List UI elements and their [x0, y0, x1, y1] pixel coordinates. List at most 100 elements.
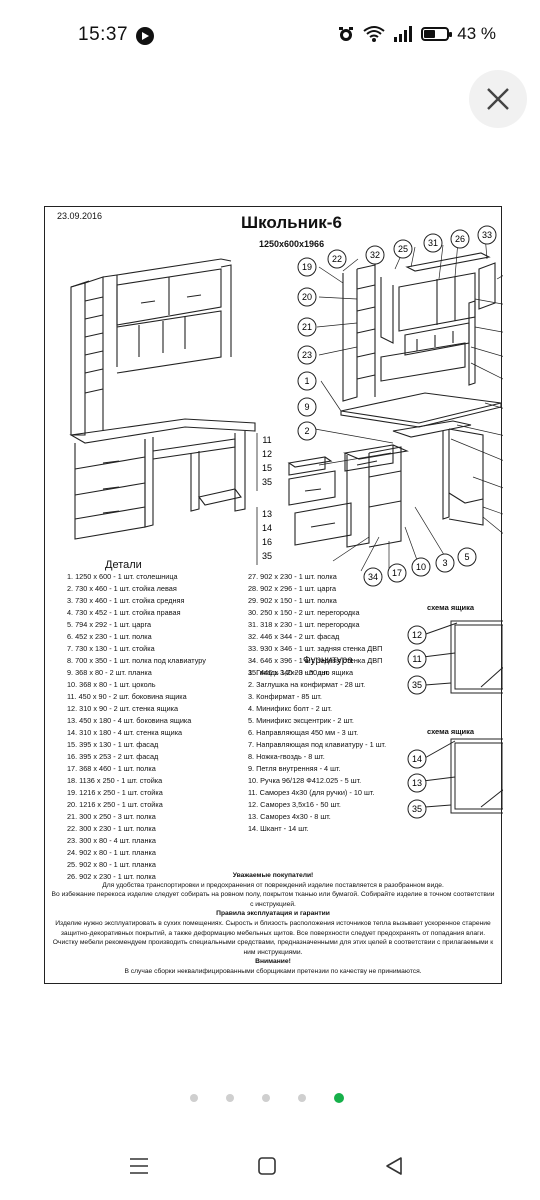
svg-text:10: 10 [416, 562, 426, 572]
hardware-heading: Фурнитура [303, 655, 353, 666]
svg-text:35: 35 [412, 804, 422, 814]
close-button[interactable] [469, 70, 527, 128]
callout-3: 3 [435, 553, 455, 573]
callout-layer: 19 22 32 25 31 26 33 32 20 27 21 28 23 2… [256, 225, 497, 587]
list-item: 21. 300 x 250 - 3 шт. полка [67, 812, 156, 821]
page-dot[interactable] [298, 1094, 306, 1102]
list-item: 30. 250 x 150 - 2 шт. перегородка [248, 608, 360, 617]
home-icon[interactable] [257, 1156, 277, 1176]
list-item: 5. 794 x 292 - 1 шт. царга [67, 620, 152, 629]
callout-26: 26 [450, 229, 470, 249]
alarm-icon [339, 27, 354, 41]
list-item: 3. 730 x 460 - 1 шт. стойка средняя [67, 596, 185, 605]
list-item: 2. 730 x 460 - 1 шт. стойка левая [67, 584, 177, 593]
svg-text:20: 20 [302, 292, 312, 302]
scheme-label-2: схема ящика [427, 727, 475, 736]
scheme2-callout: 14 [407, 749, 427, 769]
list-item: 7. 730 x 130 - 1 шт. стойка [67, 644, 155, 653]
list-item: 4. 730 x 452 - 1 шт. стойка правая [67, 608, 181, 617]
svg-text:12: 12 [262, 449, 272, 459]
svg-text:32: 32 [370, 250, 380, 260]
clock: 15:37 [78, 24, 129, 45]
page-dot[interactable] [262, 1094, 270, 1102]
svg-text:14: 14 [412, 754, 422, 764]
list-item: 10. Ручка 96/128 Ф412.025 - 5 шт. [248, 776, 362, 785]
furniture-drawing [69, 234, 503, 577]
notice-heading: Уважаемые покупатели! [232, 872, 314, 879]
details-heading: Детали [105, 559, 142, 571]
notice-line: Изделие нужно эксплуатировать в сухих по… [55, 919, 491, 937]
signal-icon [394, 26, 413, 42]
list-item: 27. 902 x 230 - 1 шт. полка [248, 572, 337, 581]
svg-text:19: 19 [302, 262, 312, 272]
svg-text:31: 31 [428, 238, 438, 248]
list-item: 17. 368 x 460 - 1 шт. полка [67, 764, 156, 773]
callout-33: 33 [477, 225, 497, 245]
document-date: 23.09.2016 [57, 211, 103, 221]
menu-icon[interactable] [128, 1156, 150, 1176]
list-item: 11. Саморез 4x30 (для ручки) - 10 шт. [248, 788, 375, 797]
list-item: 13. Саморез 4x30 - 8 шт. [248, 812, 331, 821]
list-item: 6. 452 x 230 - 1 шт. полка [67, 632, 152, 641]
svg-text:11: 11 [262, 435, 271, 445]
list-item: 19. 1216 x 250 - 1 шт. стойка [67, 788, 163, 797]
list-item: 34. 646 x 396 - 1 шт. задняя стенка ДВП [248, 656, 383, 665]
back-icon[interactable] [384, 1156, 404, 1176]
callout-2: 2 [297, 421, 317, 441]
list-item: 22. 300 x 230 - 1 шт. полка [67, 824, 156, 833]
callout-10: 10 [411, 557, 431, 577]
assembly-instruction-image: 23.09.2016 Школьник-6 1250x600x1966 [44, 206, 503, 984]
page-dot[interactable] [190, 1094, 198, 1102]
callout-9: 9 [297, 397, 317, 417]
svg-text:35: 35 [412, 680, 422, 690]
scheme-label-1: схема ящика [427, 603, 475, 612]
svg-text:11: 11 [412, 654, 421, 664]
callout-21: 21 [297, 317, 317, 337]
list-item: 35. 446 x 340 - 3 шт. дно ящика [248, 668, 354, 677]
callout-31: 31 [423, 233, 443, 253]
drawer-schemes: 12 11 11 12 35 15 14 13 13 14 35 16 [407, 620, 503, 819]
scheme1-callout: 35 [407, 675, 427, 695]
svg-text:17: 17 [392, 568, 402, 578]
callout-23: 23 [297, 345, 317, 365]
list-item: 28. 902 x 296 - 1 шт. царга [248, 584, 337, 593]
svg-text:16: 16 [262, 537, 272, 547]
svg-text:14: 14 [262, 523, 272, 533]
list-item: 14. 310 x 180 - 4 шт. стенка ящика [67, 728, 183, 737]
drawer-group-labels: 11 12 15 35 13 14 16 35 [262, 435, 272, 561]
list-item: 31. 318 x 230 - 1 шт. перегородка [248, 620, 360, 629]
list-item: 32. 446 x 344 - 2 шт. фасад [248, 632, 340, 641]
page-dot[interactable] [226, 1094, 234, 1102]
list-item: 8. Ножка-гвоздь - 8 шт. [248, 752, 325, 761]
callout-25: 25 [393, 239, 413, 259]
svg-text:23: 23 [302, 350, 312, 360]
list-item: 5. Минификс эксцентрик - 2 шт. [248, 716, 354, 725]
parts-list-right: 27. 902 x 230 - 1 шт. полка 28. 902 x 29… [248, 571, 382, 679]
document-dimensions: 1250x600x1966 [259, 239, 325, 249]
parts-list-left: 1. 1250 x 600 - 1 шт. столешница 2. 730 … [67, 571, 206, 883]
list-item: 9. 368 x 80 - 2 шт. планка [67, 668, 152, 677]
svg-text:9: 9 [304, 402, 309, 412]
svg-text:33: 33 [482, 230, 492, 240]
page-dot-active[interactable] [334, 1093, 344, 1103]
list-item: 13. 450 x 180 - 4 шт. боковина ящика [67, 716, 192, 725]
list-item: 10. 368 x 80 - 1 шт. цоколь [67, 680, 156, 689]
callout-19: 19 [297, 257, 317, 277]
svg-text:12: 12 [412, 630, 422, 640]
svg-text:25: 25 [398, 244, 408, 254]
scheme1-callout: 12 [407, 625, 427, 645]
callout-20: 20 [297, 287, 317, 307]
svg-text:2: 2 [304, 426, 309, 436]
page-indicator [190, 1093, 344, 1103]
svg-text:15: 15 [262, 463, 272, 473]
close-icon [487, 88, 509, 110]
list-item: 20. 1216 x 250 - 1 шт. стойка [67, 800, 163, 809]
callout-1: 1 [297, 371, 317, 391]
list-item: 26. 902 x 230 - 1 шт. полка [67, 872, 156, 881]
list-item: 6. Направляющая 450 мм - 3 шт. [248, 728, 359, 737]
list-item: 8. 700 x 350 - 1 шт. полка под клавиатур… [67, 656, 206, 665]
scheme1-callout: 11 [407, 649, 427, 669]
list-item: 15. 395 x 130 - 1 шт. фасад [67, 740, 159, 749]
svg-text:5: 5 [464, 552, 469, 562]
list-item: 7. Направляющая под клавиатуру - 1 шт. [248, 740, 387, 749]
